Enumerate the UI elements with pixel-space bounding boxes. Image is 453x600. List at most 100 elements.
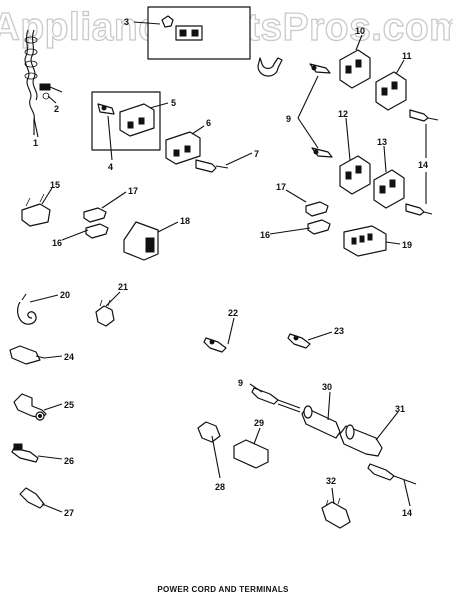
part-30-sleeve	[301, 405, 341, 439]
leader-13	[383, 145, 387, 173]
callout-14-bottom: 14	[402, 508, 412, 518]
power-cord-part	[24, 29, 63, 135]
part-7-pin-terminal	[195, 159, 229, 173]
part-27-terminal	[19, 487, 45, 509]
callout-31: 31	[395, 404, 405, 414]
leader-28	[211, 435, 221, 479]
callout-17-left: 17	[128, 186, 138, 196]
part-15-clip	[21, 193, 51, 227]
callout-21: 21	[118, 282, 128, 292]
part-9-terminal-upper	[309, 63, 331, 74]
callout-1: 1	[33, 138, 38, 148]
part-28-terminal	[197, 421, 221, 443]
leader-30	[327, 391, 331, 421]
part-16-terminal-right	[307, 219, 331, 235]
leader-6	[191, 125, 205, 135]
callout-26: 26	[64, 456, 74, 466]
leader-5	[149, 102, 169, 109]
callout-25: 25	[64, 400, 74, 410]
leader-29	[253, 427, 261, 445]
part-32-terminal	[321, 497, 351, 529]
leader-9-bottom	[249, 383, 263, 393]
callout-9-upper: 9	[286, 114, 291, 124]
leader-32	[331, 487, 335, 505]
callout-22: 22	[228, 308, 238, 318]
part-17-terminal-left	[83, 207, 107, 223]
part-23-terminal	[287, 333, 311, 349]
part-31-connector-sleeve	[339, 424, 383, 457]
leader-16-left	[61, 229, 89, 241]
callout-10: 10	[355, 26, 365, 36]
callout-13: 13	[377, 137, 387, 147]
part-17-terminal-right	[305, 201, 329, 217]
leader-10	[355, 34, 363, 51]
leader-24	[43, 355, 63, 359]
callout-32: 32	[326, 476, 336, 486]
callout-9-bottom: 9	[238, 378, 243, 388]
part-21-terminal	[95, 299, 115, 327]
leader-23	[307, 331, 333, 341]
callout-18: 18	[180, 216, 190, 226]
leader-17-left	[101, 191, 127, 209]
callout-23: 23	[334, 326, 344, 336]
part-19-plug	[343, 225, 387, 257]
leader-20	[29, 294, 59, 303]
callout-14-upper: 14	[418, 160, 428, 170]
leader-3	[133, 21, 161, 25]
part-3-terminal	[161, 15, 203, 41]
part-13-connector	[373, 169, 405, 209]
callout-16-left: 16	[52, 238, 62, 248]
callout-24: 24	[64, 352, 74, 362]
callout-7: 7	[254, 149, 259, 159]
part-5-connector	[119, 103, 155, 137]
part-16-terminal-left	[85, 223, 109, 239]
callout-3: 3	[124, 17, 129, 27]
callout-16-right: 16	[260, 230, 270, 240]
diagram-caption: POWER CORD AND TERMINALS	[157, 585, 289, 594]
part-11-connector	[375, 71, 407, 111]
leader-14-bottom	[403, 479, 411, 507]
part-14-pin-terminal-upper	[409, 109, 439, 122]
callout-29: 29	[254, 418, 264, 428]
leader-27	[41, 503, 63, 513]
leader-17-right	[285, 189, 307, 203]
part-14-pin-terminal-lower	[405, 203, 433, 216]
callout-2: 2	[54, 104, 59, 114]
leader-7	[225, 152, 253, 166]
callout-17-right: 17	[276, 182, 286, 192]
callout-28: 28	[215, 482, 225, 492]
callout-30: 30	[322, 382, 332, 392]
leader-16-right	[269, 227, 311, 235]
leader-25	[43, 403, 63, 411]
callout-11: 11	[402, 51, 412, 61]
leader-21	[105, 291, 121, 307]
leader-19	[385, 241, 401, 245]
part-10-connector	[339, 49, 371, 89]
callout-6: 6	[206, 118, 211, 128]
part-14-pin-terminal-bottom	[367, 463, 417, 485]
leader-2	[47, 95, 57, 104]
leader-9-lower	[297, 117, 319, 149]
callout-15: 15	[50, 180, 60, 190]
part-9-terminal-lower	[311, 147, 333, 158]
callout-12: 12	[338, 109, 348, 119]
leader-18	[157, 221, 179, 233]
cord-clamp	[257, 57, 283, 77]
callout-20: 20	[60, 290, 70, 300]
part-29-insulator	[233, 439, 269, 469]
callout-27: 27	[64, 508, 74, 518]
leader-22	[227, 317, 235, 345]
leader-26	[37, 455, 63, 460]
part-20-clamp	[17, 293, 37, 325]
part-4-terminal	[97, 103, 115, 115]
part-12-connector	[339, 155, 371, 195]
part-18-boot	[123, 221, 159, 261]
part-24-terminal	[9, 345, 45, 365]
part-25-ring-terminal	[13, 393, 47, 421]
callout-19: 19	[402, 240, 412, 250]
part-6-connector	[165, 131, 201, 165]
leader-9-upper	[297, 75, 319, 119]
leader-11	[395, 59, 405, 75]
leader-1	[33, 117, 39, 138]
